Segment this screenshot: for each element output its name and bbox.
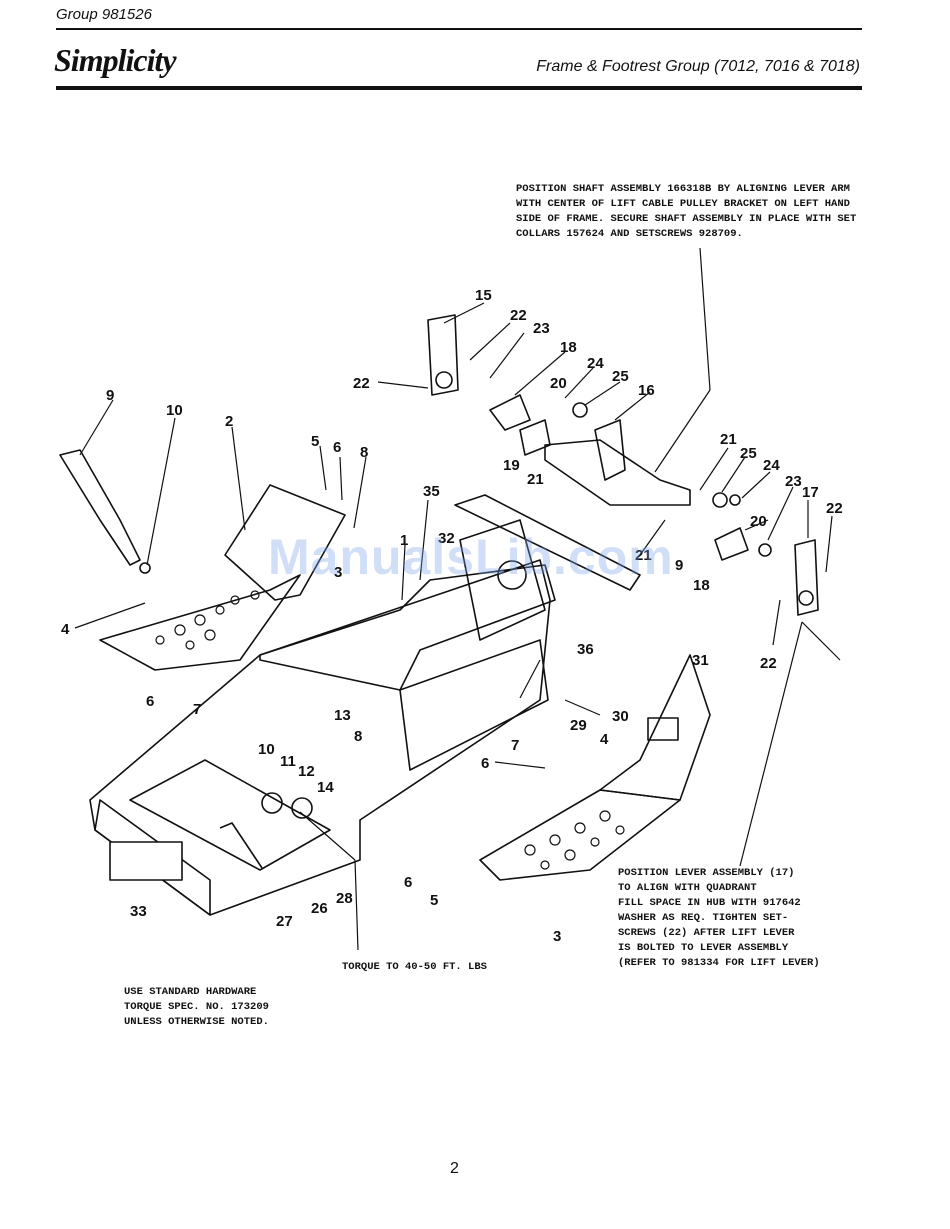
callout-9-b: 9 bbox=[675, 557, 683, 574]
callout-31: 31 bbox=[692, 652, 709, 669]
lever-17-hole bbox=[798, 590, 814, 606]
frame-crossmember bbox=[454, 494, 641, 591]
callout-18-a: 18 bbox=[560, 339, 577, 356]
grommet-10 bbox=[139, 562, 151, 574]
callout-11: 11 bbox=[280, 753, 296, 770]
callout-6-c: 6 bbox=[481, 755, 489, 772]
callout-25-b: 25 bbox=[740, 445, 757, 462]
lever-position-note: POSITION LEVER ASSEMBLY (17) TO ALIGN WI… bbox=[618, 867, 820, 969]
callout-22-a: 22 bbox=[510, 307, 527, 324]
callout-12: 12 bbox=[298, 763, 315, 780]
callout-8-b: 8 bbox=[354, 728, 362, 745]
callout-5-a: 5 bbox=[311, 433, 319, 450]
callout-29: 29 bbox=[570, 717, 587, 734]
callout-5-b: 5 bbox=[430, 892, 438, 909]
callout-21-a: 21 bbox=[527, 471, 544, 488]
header-rule-thin bbox=[56, 28, 862, 30]
callout-16: 16 bbox=[638, 382, 655, 399]
callout-33: 33 bbox=[130, 903, 147, 920]
callout-6-a: 6 bbox=[333, 439, 341, 456]
torque-note: TORQUE TO 40-50 FT. LBS bbox=[342, 961, 487, 973]
bushing-18-right bbox=[714, 527, 749, 561]
watermark: ManualsLib.com bbox=[268, 529, 674, 585]
left-footrest-plate bbox=[99, 574, 301, 671]
lever-9-left bbox=[59, 449, 141, 566]
callout-21-b: 21 bbox=[720, 431, 737, 448]
callout-1: 1 bbox=[400, 532, 408, 549]
shaft-bracket-15 bbox=[427, 314, 459, 396]
callout-10-a: 10 bbox=[166, 402, 183, 419]
callout-24-a: 24 bbox=[587, 355, 604, 372]
frame-tray bbox=[129, 759, 331, 871]
callout-36: 36 bbox=[577, 641, 594, 658]
brand-logo: Simplicity bbox=[54, 42, 177, 78]
page-title: Frame & Footrest Group (7012, 7016 & 701… bbox=[536, 58, 860, 75]
callout-27: 27 bbox=[276, 913, 293, 930]
collar-25 bbox=[572, 402, 588, 418]
callout-22-c: 22 bbox=[826, 500, 843, 517]
callout-7-b: 7 bbox=[511, 737, 519, 754]
washer-24-right bbox=[729, 494, 741, 506]
callout-8-a: 8 bbox=[360, 444, 368, 461]
left-footrest-upright bbox=[224, 484, 346, 601]
shaft-assembly-16 bbox=[544, 439, 691, 506]
group-id: Group 981526 bbox=[56, 6, 152, 23]
callout-10-b: 10 bbox=[258, 741, 275, 758]
callout-26: 26 bbox=[311, 900, 328, 917]
callout-4-a: 4 bbox=[61, 621, 70, 638]
right-footrest-label bbox=[647, 717, 679, 741]
callout-6-b: 6 bbox=[146, 693, 154, 710]
callout-2: 2 bbox=[225, 413, 233, 430]
callout-17: 17 bbox=[802, 484, 819, 501]
callout-28: 28 bbox=[336, 890, 353, 907]
callout-32: 32 bbox=[438, 530, 455, 547]
shaft-lever-arm bbox=[594, 419, 626, 481]
callout-24-b: 24 bbox=[763, 457, 780, 474]
frame-side-hole bbox=[497, 560, 527, 590]
shaft-bracket-15-hole bbox=[435, 371, 453, 389]
frame-side-plate bbox=[459, 519, 546, 641]
lever-assembly-17 bbox=[794, 539, 819, 616]
callout-22-d: 22 bbox=[760, 655, 777, 672]
callout-6-d: 6 bbox=[404, 874, 412, 891]
frame-side-rail bbox=[399, 639, 549, 771]
header-rule-thick bbox=[56, 86, 862, 90]
callout-20-a: 20 bbox=[550, 375, 567, 392]
callout-30: 30 bbox=[612, 708, 629, 725]
frame-label-plate bbox=[109, 841, 183, 881]
standard-hardware-note: USE STANDARD HARDWARE TORQUE SPEC. NO. 1… bbox=[124, 986, 269, 1028]
callout-3-a: 3 bbox=[334, 564, 342, 581]
callout-3-b: 3 bbox=[553, 928, 561, 945]
callout-23-b: 23 bbox=[785, 473, 802, 490]
callout-23-a: 23 bbox=[533, 320, 550, 337]
callout-35: 35 bbox=[423, 483, 440, 500]
callout-14: 14 bbox=[317, 779, 334, 796]
bolt-27 bbox=[219, 822, 263, 869]
frame-top bbox=[259, 564, 556, 691]
bolt-23-right-head bbox=[758, 543, 772, 557]
callout-7-a: 7 bbox=[193, 701, 201, 718]
callout-15: 15 bbox=[475, 287, 492, 304]
pulley-26 bbox=[261, 792, 283, 814]
collar-25-right bbox=[712, 492, 728, 508]
bushing-18 bbox=[489, 394, 531, 431]
pulley-28 bbox=[291, 797, 313, 819]
callout-19: 19 bbox=[503, 457, 520, 474]
right-footrest-upright bbox=[599, 654, 711, 801]
callout-9-a: 9 bbox=[106, 387, 114, 404]
callout-20-b: 20 bbox=[750, 513, 767, 530]
callout-21-c: 21 bbox=[635, 547, 652, 564]
right-footrest-plate bbox=[479, 789, 681, 881]
frame-front-panel bbox=[94, 799, 211, 916]
callout-18-b: 18 bbox=[693, 577, 710, 594]
page-number: 2 bbox=[450, 1160, 459, 1177]
callout-13: 13 bbox=[334, 707, 351, 724]
shaft-position-note: POSITION SHAFT ASSEMBLY 166318B BY ALIGN… bbox=[516, 183, 857, 240]
callout-22-b: 22 bbox=[353, 375, 370, 392]
callout-25-a: 25 bbox=[612, 368, 629, 385]
callout-4-b: 4 bbox=[600, 731, 609, 748]
